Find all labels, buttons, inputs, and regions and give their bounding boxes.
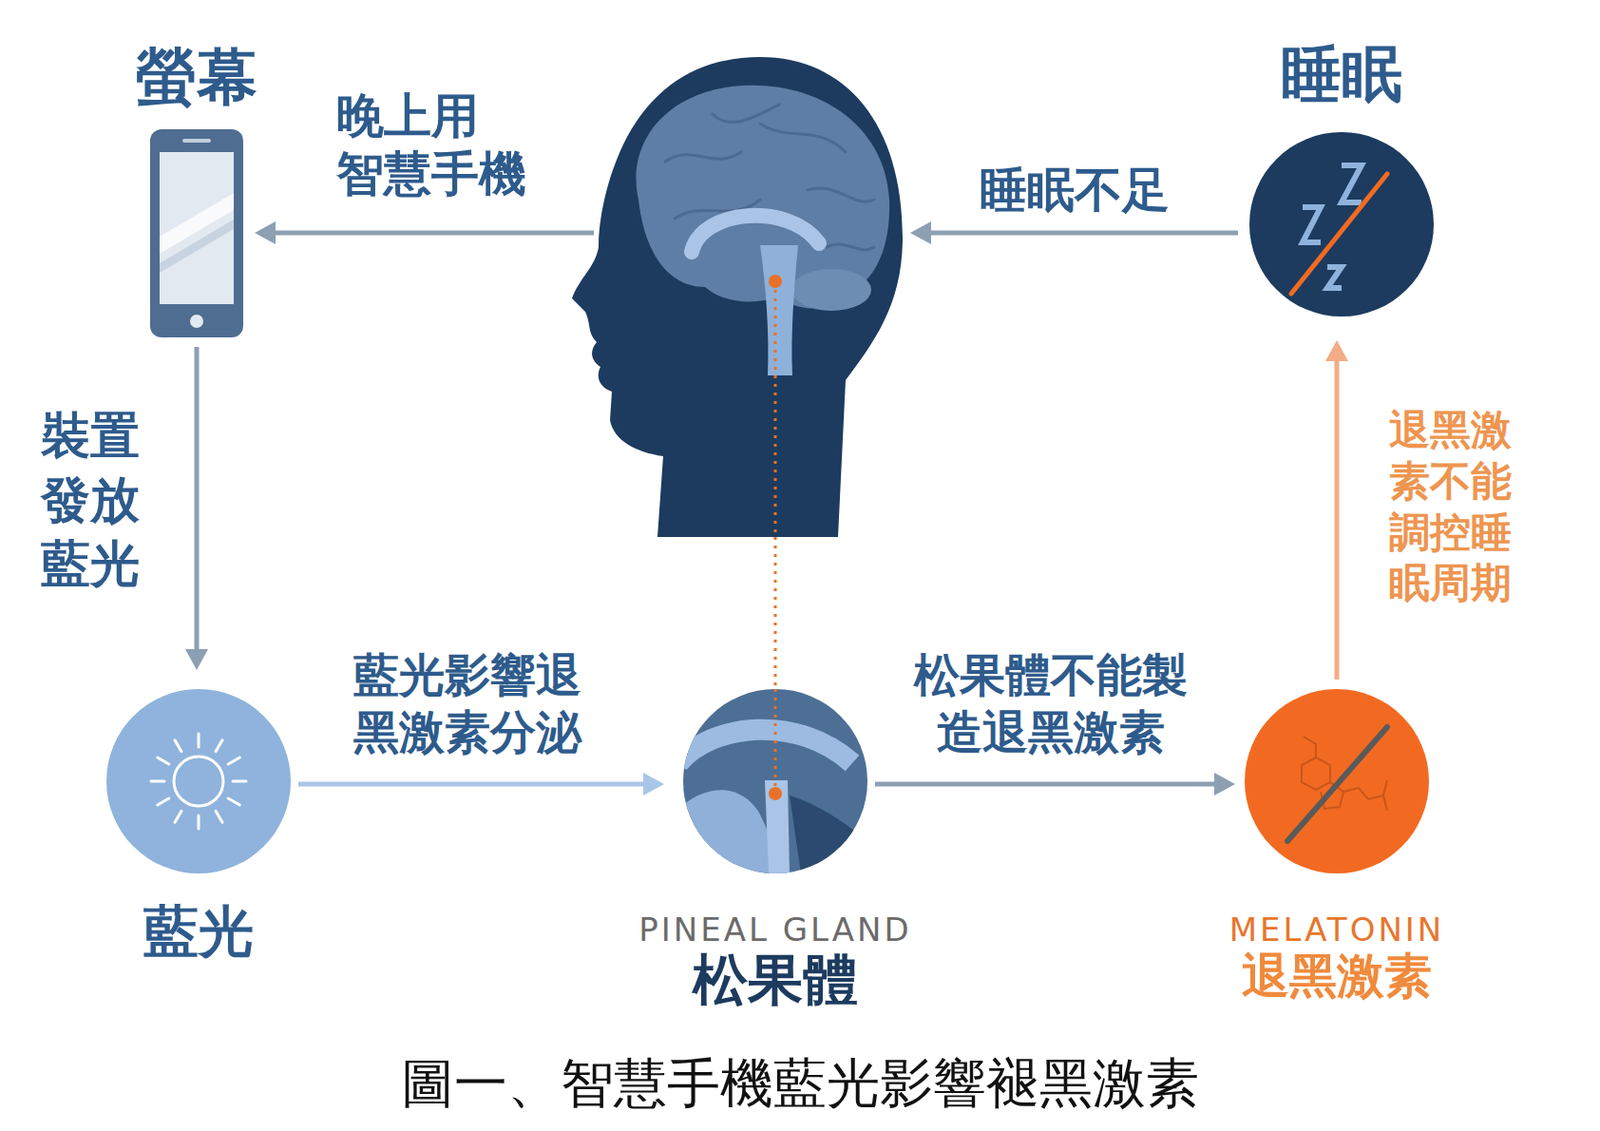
arrow-connector bbox=[254, 221, 594, 245]
node-illustration bbox=[106, 688, 291, 874]
connector-line bbox=[927, 230, 1239, 236]
edge-label: 退黑激 素不能 調控睡 眠周期 bbox=[1389, 404, 1512, 610]
edge-label: 裝置 發放 藍光 bbox=[40, 403, 140, 597]
node-heading: 螢幕 bbox=[135, 41, 258, 113]
connector-line bbox=[298, 781, 648, 787]
node-illustration bbox=[148, 127, 246, 340]
arrow-connector bbox=[1325, 340, 1349, 680]
figure-caption: 圖一、智慧手機藍光影響褪黑激素 bbox=[0, 1050, 1600, 1115]
edge-label: 晚上用 智慧手機 bbox=[336, 87, 527, 204]
edge-label: 松果體不能製 造退黑激素 bbox=[914, 646, 1188, 761]
arrow-connector bbox=[298, 772, 665, 796]
connector-line bbox=[194, 346, 200, 653]
pineal-gland-circle: PINEAL GLAND松果體 bbox=[683, 688, 868, 874]
sleep-circle: 睡眠 bbox=[1249, 132, 1434, 317]
node-caption: PINEAL GLAND松果體 bbox=[638, 911, 912, 1013]
node-caption: 螢幕 bbox=[135, 41, 258, 113]
node-illustration bbox=[683, 688, 868, 874]
node-caption: 藍光 bbox=[143, 899, 254, 964]
dotted-connector bbox=[775, 536, 777, 689]
arrow-head bbox=[1325, 340, 1349, 362]
head-silhouette bbox=[570, 57, 903, 537]
edge-label: 睡眠不足 bbox=[979, 163, 1170, 219]
node-label: 藍光 bbox=[143, 899, 254, 964]
node-label: 退黑激素 bbox=[1241, 948, 1432, 1004]
connector-line bbox=[1334, 357, 1340, 680]
blue-light-circle: 藍光 bbox=[106, 688, 291, 874]
node-illustration bbox=[1249, 132, 1434, 317]
arrow-head bbox=[254, 221, 276, 245]
edge-label: 藍光影響退 黑激素分泌 bbox=[353, 646, 582, 761]
node-label: 松果體 bbox=[692, 948, 858, 1012]
node-caption: MELATONIN退黑激素 bbox=[1229, 911, 1446, 1004]
arrow-connector bbox=[910, 221, 1239, 245]
english-label: PINEAL GLAND bbox=[638, 911, 912, 949]
arrow-head bbox=[643, 772, 665, 796]
phone-icon: 螢幕 bbox=[148, 127, 246, 340]
node-caption: 睡眠 bbox=[1280, 38, 1403, 110]
node-heading: 睡眠 bbox=[1280, 38, 1403, 110]
arrow-head bbox=[1214, 772, 1236, 796]
node-illustration bbox=[570, 57, 903, 537]
english-label: MELATONIN bbox=[1229, 911, 1446, 949]
melatonin-circle: MELATONIN退黑激素 bbox=[1244, 688, 1429, 874]
node-illustration bbox=[1244, 688, 1429, 874]
arrow-connector bbox=[875, 772, 1236, 796]
connector-line bbox=[774, 536, 778, 689]
connector-line bbox=[875, 781, 1219, 787]
arrow-connector bbox=[185, 346, 209, 670]
arrow-head bbox=[185, 648, 209, 670]
arrow-head bbox=[910, 221, 932, 245]
connector-line bbox=[271, 230, 594, 236]
